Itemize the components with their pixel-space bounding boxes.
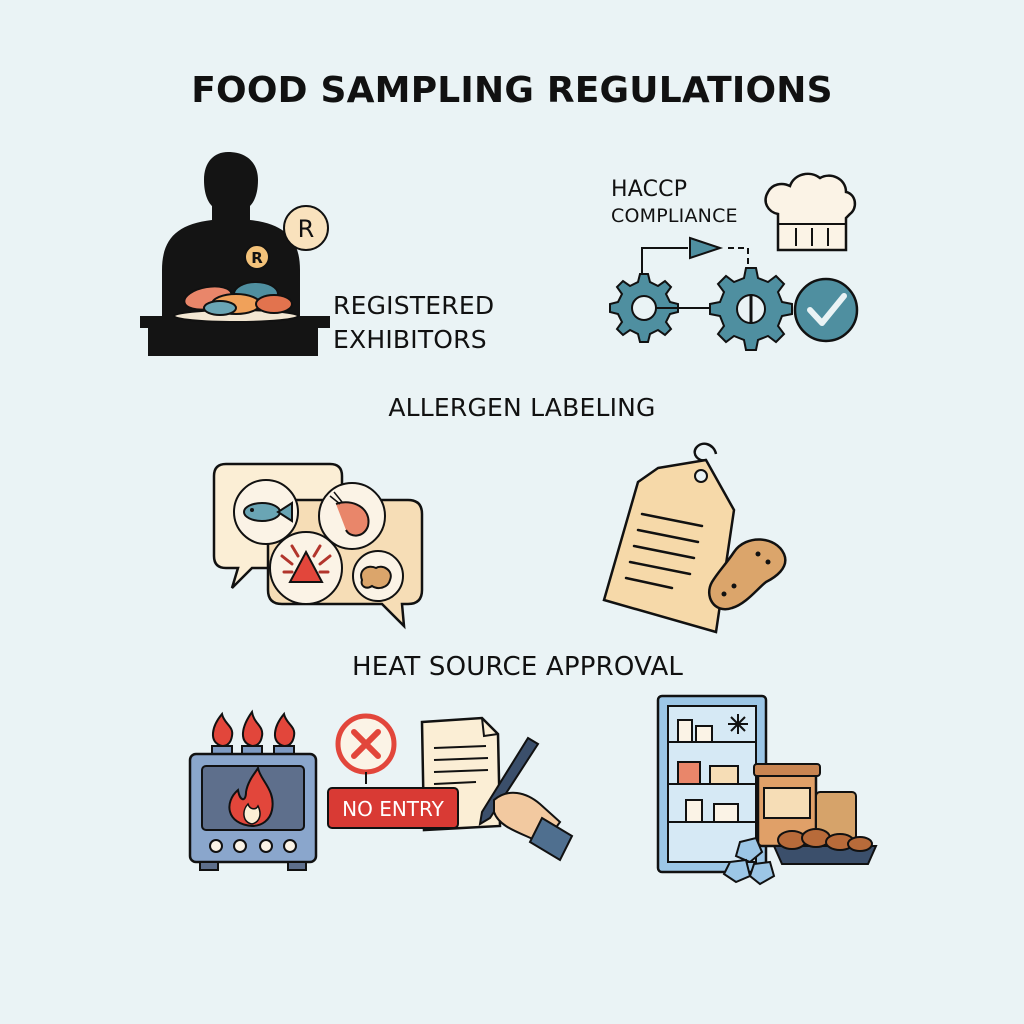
crustacean-warning-icon	[269, 531, 343, 605]
registered-badge-large-text: R	[298, 215, 315, 243]
pen-hand-icon	[478, 736, 574, 862]
refrigerator-icon	[656, 694, 768, 874]
registered-exhibitors-label: REGISTERED EXHIBITORS	[333, 289, 494, 357]
stove-icon	[188, 752, 318, 871]
snowflake-icon	[728, 714, 748, 734]
registered-exhibitors-line2: EXHIBITORS	[333, 325, 487, 354]
peanut-icon	[707, 538, 787, 611]
no-entry-sign: NO ENTRY	[327, 787, 459, 829]
stove-illustration	[188, 709, 318, 871]
check-circle-icon	[793, 277, 859, 343]
chef-hat-icon	[764, 172, 857, 252]
fridge-illustration	[656, 694, 878, 886]
no-entry-illustration: NO ENTRY	[327, 713, 574, 862]
registered-badge-small: R	[244, 244, 270, 270]
person-silhouette-icon	[140, 152, 330, 356]
haccp-illustration	[609, 172, 859, 351]
exhibitor-illustration: R R	[140, 152, 330, 356]
peanut-icon	[352, 550, 404, 602]
heat-source-approval-heading: HEAT SOURCE APPROVAL	[352, 652, 684, 682]
registered-badge-small-text: R	[251, 249, 263, 267]
haccp-line1: HACCP	[611, 177, 688, 202]
shrimp-icon	[318, 482, 386, 550]
x-circle-icon	[335, 713, 397, 784]
flame-icon	[211, 709, 296, 755]
haccp-line2: COMPLIANCE	[611, 205, 738, 227]
allergen-tag-illustration	[602, 442, 787, 634]
fish-icon	[233, 479, 299, 545]
registered-exhibitors-line1: REGISTERED	[333, 291, 495, 320]
ice-cubes-icon	[722, 836, 776, 886]
food-containers-icon	[753, 763, 878, 865]
process-flow-arrows	[641, 236, 749, 276]
label-tag-icon	[602, 442, 736, 634]
haccp-label: HACCP COMPLIANCE	[611, 176, 738, 230]
gear-icon	[609, 273, 710, 343]
food-plate-icon	[173, 281, 299, 323]
allergen-labeling-heading: ALLERGEN LABELING	[388, 393, 656, 422]
no-entry-text: NO ENTRY	[342, 797, 444, 821]
registered-badge-large: R	[283, 205, 329, 251]
gear-icon-secondary	[709, 267, 793, 351]
allergen-bubbles-illustration	[212, 462, 424, 630]
page-title: FOOD SAMPLING REGULATIONS	[191, 70, 833, 111]
